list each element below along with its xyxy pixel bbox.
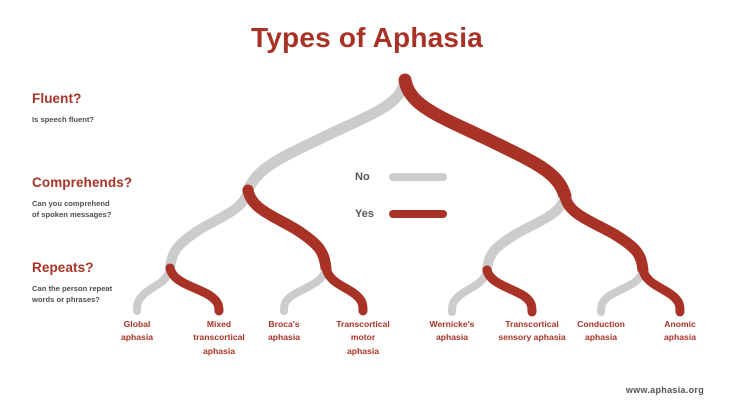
leaf-label-transcortical-motor-aphasia: Transcortical motor aphasia xyxy=(315,318,411,358)
legend-swatch-yes xyxy=(389,210,447,218)
leaf-line: aphasia xyxy=(202,345,235,356)
leaf-line: Conduction xyxy=(577,319,625,329)
leaf-line: sensory aphasia xyxy=(498,332,566,343)
leaf-line: aphasia xyxy=(267,332,300,343)
leaf-label-anomic-aphasia: Anomic aphasia xyxy=(632,318,728,345)
question-sub-line: Can the person repeat xyxy=(32,283,113,293)
leaf-line: transcortical xyxy=(193,332,245,343)
footer-website-url: www.aphasia.org xyxy=(625,385,704,395)
leaf-line: Wernicke's xyxy=(429,319,475,329)
leaf-line: motor xyxy=(350,332,376,343)
question-sub-fluent: Is speech fluent? xyxy=(32,114,207,125)
edge-root-yes xyxy=(398,73,572,203)
edge-b-no xyxy=(280,264,330,315)
leaf-line: Transcortical xyxy=(336,319,390,329)
edge-l-no xyxy=(165,185,253,273)
edge-a-no xyxy=(133,264,174,315)
leaf-line: aphasia xyxy=(120,332,153,343)
leaf-line: aphasia xyxy=(346,345,379,356)
question-sub-line: Is speech fluent? xyxy=(32,114,95,124)
question-sub-comprehends: Can you comprehend of spoken messages? xyxy=(32,198,207,220)
question-block-repeats: Repeats? Can the person repeat words or … xyxy=(32,260,207,305)
leaf-label-transcortical-sensory-aphasia: Transcortical sensory aphasia xyxy=(477,318,587,345)
edge-root-no xyxy=(242,74,411,196)
question-title-fluent: Fluent? xyxy=(32,91,82,106)
leaf-line: Broca's xyxy=(268,319,300,329)
edge-c-yes xyxy=(482,265,537,317)
leaf-label-global-aphasia: Global aphasia xyxy=(89,318,185,345)
legend-item-no: No xyxy=(355,166,485,188)
edge-d-no xyxy=(597,266,647,316)
page-title: Types of Aphasia xyxy=(251,22,483,53)
question-sub-repeats: Can the person repeat words or phrases? xyxy=(32,283,207,305)
leaf-label-wernickes-aphasia: Wernicke's aphasia xyxy=(404,318,500,345)
question-title-comprehends: Comprehends? xyxy=(32,175,133,190)
edge-l-yes xyxy=(242,184,332,274)
leaf-line: Transcortical xyxy=(505,319,559,329)
legend-swatch-no xyxy=(389,173,447,181)
edge-b-yes xyxy=(321,263,368,316)
edge-r-yes xyxy=(559,190,649,276)
leaf-label-conduction-aphasia: Conduction aphasia xyxy=(553,318,649,345)
legend-item-yes: Yes xyxy=(355,203,485,225)
edge-d-yes xyxy=(638,265,685,317)
edge-r-no xyxy=(482,191,570,275)
leaf-label-brocas-aphasia: Broca's aphasia xyxy=(236,318,332,345)
leaf-line: aphasia xyxy=(663,332,696,343)
question-title-repeats: Repeats? xyxy=(32,260,94,275)
leaf-line: Anomic xyxy=(664,319,696,329)
question-block-fluent: Fluent? Is speech fluent? xyxy=(32,91,207,125)
leaf-label-mixed-transcortical-aphasia: Mixed transcortical aphasia xyxy=(171,318,267,358)
leaf-line: aphasia xyxy=(584,332,617,343)
leaf-line: Global xyxy=(123,319,151,329)
question-block-comprehends: Comprehends? Can you comprehend of spoke… xyxy=(32,175,207,220)
edge-a-yes xyxy=(165,263,224,316)
legend-label-yes: Yes xyxy=(355,208,374,220)
question-sub-line: words or phrases? xyxy=(32,294,100,304)
leaf-line: Mixed xyxy=(206,319,232,329)
legend-label-no: No xyxy=(355,171,370,183)
question-sub-line: Can you comprehend xyxy=(32,198,110,208)
legend: No Yes xyxy=(355,166,485,240)
question-sub-line: of spoken messages? xyxy=(32,209,112,219)
edge-c-no xyxy=(448,266,491,316)
leaf-line: aphasia xyxy=(435,332,468,343)
